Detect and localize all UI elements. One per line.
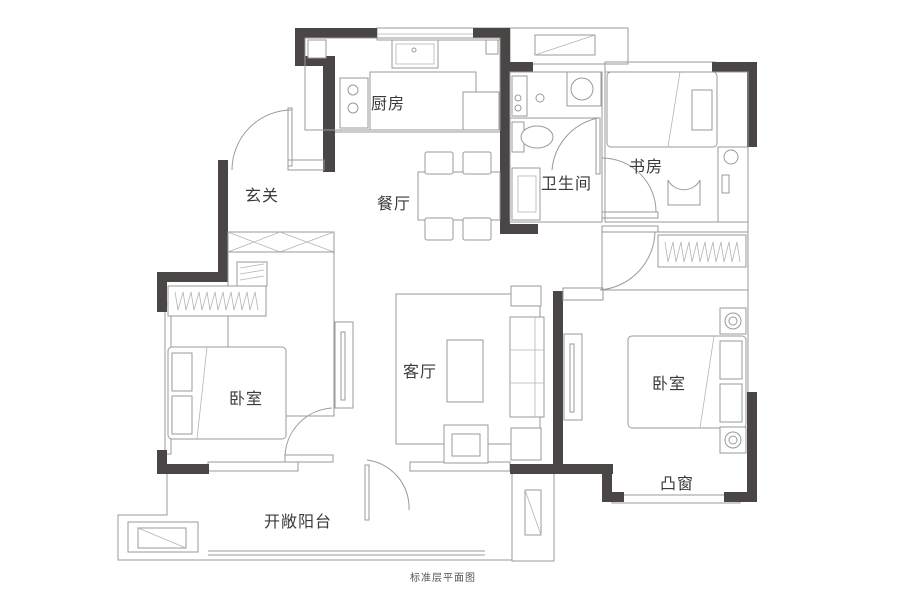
structural-walls: [157, 28, 757, 502]
label-bathroom: 卫生间: [541, 174, 593, 193]
label-kitchen: 厨房: [371, 94, 406, 113]
bathroom-fixtures: [509, 71, 603, 223]
label-bedroom-west: 卧室: [229, 389, 264, 408]
study-fixtures: [601, 71, 749, 233]
label-dining: 餐厅: [377, 194, 412, 213]
west-bedroom-fixtures: [167, 231, 354, 463]
east-bedroom-fixtures: [562, 231, 749, 454]
dining-table: [417, 151, 501, 241]
living-room-fixtures: [364, 285, 545, 521]
label-living-room: 客厅: [403, 362, 438, 381]
label-entrance: 玄关: [245, 186, 280, 205]
label-study: 书房: [629, 157, 664, 176]
plan-caption: 标准层平面图: [410, 573, 476, 584]
label-balcony: 开敞阳台: [264, 512, 333, 531]
entrance-door: [231, 107, 325, 171]
kitchen-fixtures: [304, 37, 501, 133]
label-bedroom-east: 卧室: [652, 374, 687, 393]
label-bay-window: 凸窗: [660, 474, 695, 493]
